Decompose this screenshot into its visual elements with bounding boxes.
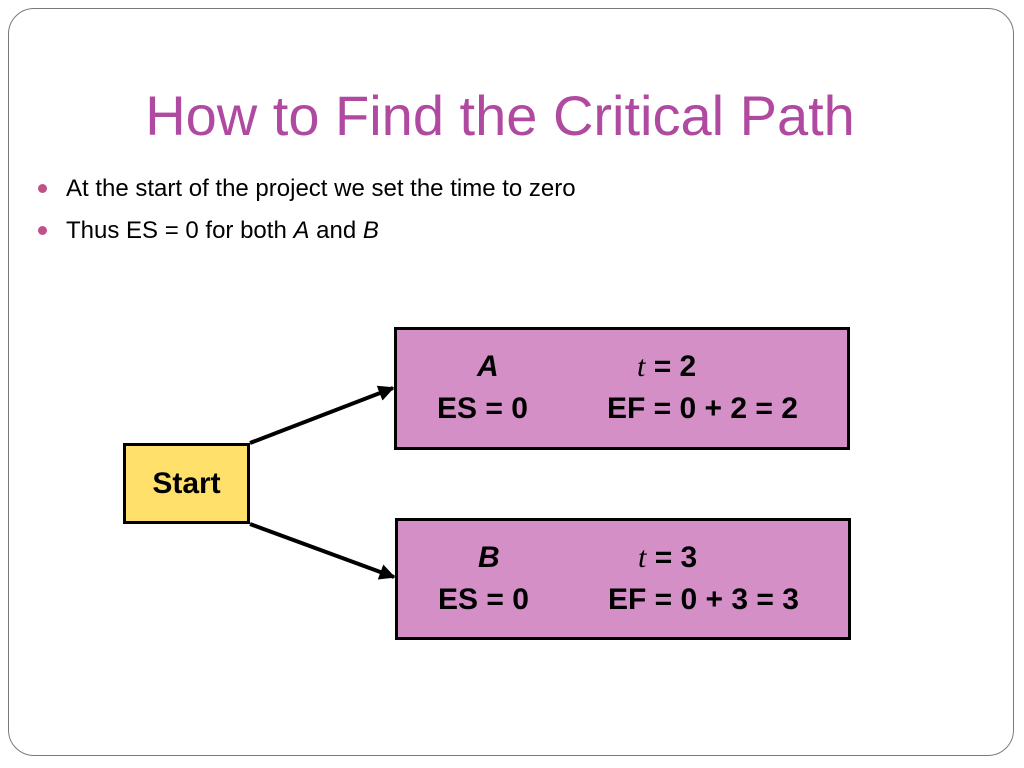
activity-early-start: ES = 0	[437, 392, 528, 425]
bullet-text: At the start of the project we set the t…	[66, 175, 576, 202]
duration-symbol: t	[638, 541, 647, 574]
activity-early-finish: EF = 0 + 2 = 2	[607, 392, 798, 425]
activity-node-b: B t = 3 ES = 0 EF = 0 + 3 = 3	[395, 518, 851, 640]
bullet-text-mid: and	[309, 217, 363, 244]
arrow-start-to-a	[249, 385, 395, 445]
activity-early-start: ES = 0	[438, 583, 529, 616]
bullet-list: At the start of the project we set the t…	[36, 168, 576, 252]
bullet-item-1: At the start of the project we set the t…	[36, 168, 576, 210]
activity-duration: t = 2	[637, 350, 696, 384]
bullet-text-prefix: Thus ES = 0 for both	[66, 217, 294, 244]
duration-symbol: t	[637, 350, 646, 383]
activity-name: A	[477, 350, 499, 383]
duration-value: = 3	[654, 541, 698, 574]
activity-early-finish: EF = 0 + 3 = 3	[608, 583, 799, 616]
bullet-activity-b: B	[362, 217, 379, 244]
activity-duration: t = 3	[638, 541, 697, 575]
bullet-dot-icon	[38, 226, 47, 235]
activity-node-a: A t = 2 ES = 0 EF = 0 + 2 = 2	[394, 327, 850, 450]
start-label: Start	[152, 466, 221, 500]
bullet-activity-a: A	[293, 217, 310, 244]
activity-name: B	[478, 541, 500, 574]
bullet-dot-icon	[38, 184, 47, 193]
slide-title: How to Find the Critical Path	[145, 84, 855, 147]
arrow-start-to-b	[249, 522, 396, 580]
bullet-item-2: Thus ES = 0 for both A and B	[36, 210, 576, 252]
start-node: Start	[123, 443, 250, 524]
duration-value: = 2	[653, 350, 697, 383]
